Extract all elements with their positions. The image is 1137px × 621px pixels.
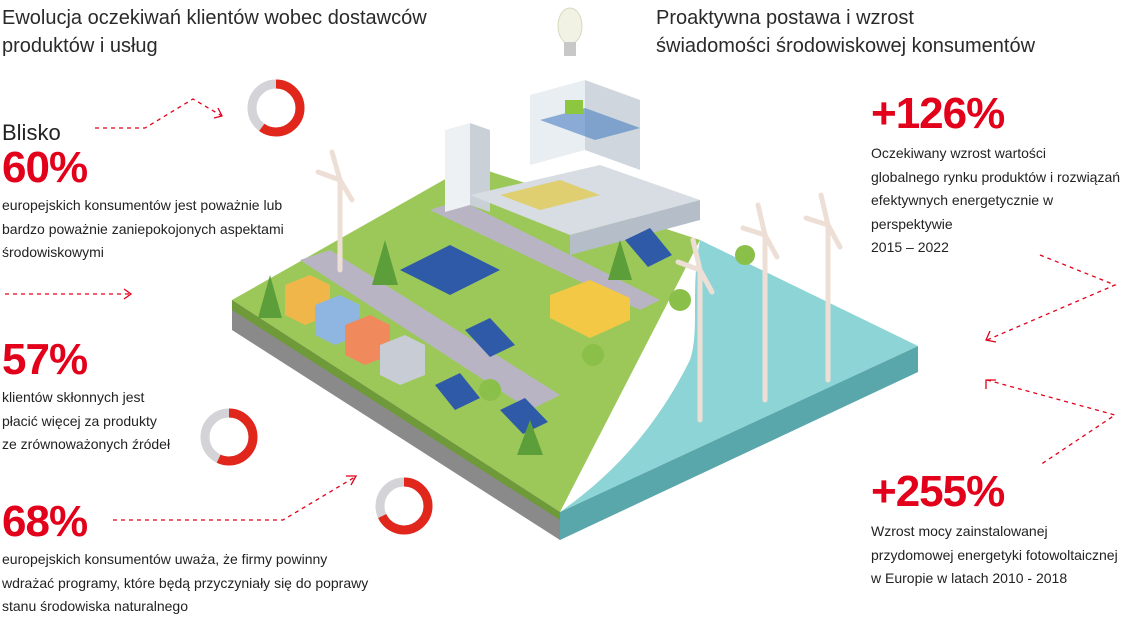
tower-building xyxy=(445,123,490,212)
title-line: Ewolucja oczekiwań klientów wobec dostaw… xyxy=(2,7,427,29)
lightbulb-icon xyxy=(557,7,583,56)
dashed-arrow-5 xyxy=(986,379,1117,466)
title-line: świadomości środowiskowej konsumentów xyxy=(656,35,1036,57)
dashed-arrow-4 xyxy=(986,254,1117,341)
stat-text: europejskich konsumentów uważa, że firmy… xyxy=(2,551,328,567)
stat-text: Wzrost mocy zainstalowanej xyxy=(871,523,1048,539)
stat-text: efektywnych energetycznie w perspektywie xyxy=(871,192,1054,232)
stat-text: europejskich konsumentów jest poważnie l… xyxy=(2,197,283,213)
shop xyxy=(550,280,630,338)
dashed-arrow-1 xyxy=(95,98,223,129)
right-section-title: Proaktywna postawa i wzrost świadomości … xyxy=(656,4,1035,60)
stat-text: wdrażać programy, które będą przyczyniał… xyxy=(2,574,369,591)
stat-value: +255% xyxy=(871,467,1005,516)
houses xyxy=(285,275,425,385)
wind-turbines xyxy=(315,149,843,423)
stat-text: klientów skłonnych jest xyxy=(2,389,145,405)
factory-building xyxy=(530,80,640,170)
stat-255: +255% Wzrost mocy zainstalowanej przydom… xyxy=(871,470,1118,591)
left-section-title: Ewolucja oczekiwań klientów wobec dostaw… xyxy=(2,4,427,60)
trees xyxy=(258,240,755,455)
warehouse xyxy=(470,165,700,255)
stat-value: 60% xyxy=(2,143,88,192)
stat-text: stanu środowiska naturalnego xyxy=(2,598,189,614)
dashed-arrow-3 xyxy=(113,476,356,521)
title-line: Proaktywna postawa i wzrost xyxy=(656,7,914,29)
stat-text: globalnego rynku produktów i rozwiązań xyxy=(871,168,1121,185)
stat-prefix: Blisko xyxy=(2,120,61,145)
stat-68: 68% europejskich konsumentów uważa, że f… xyxy=(2,500,368,619)
stat-text: płacić więcej za produkty xyxy=(2,412,157,429)
stat-text: środowiskowymi xyxy=(2,244,104,260)
stat-text: w Europie w latach 2010 - 2018 xyxy=(871,570,1068,586)
stat-60: Blisko 60% europejskich konsumentów jest… xyxy=(2,120,284,265)
donut-progress-60 xyxy=(247,79,305,137)
stat-text: 2015 – 2022 xyxy=(871,239,949,255)
stat-text: ze zrównoważonych źródeł xyxy=(2,436,171,452)
stat-value: +126% xyxy=(871,89,1005,138)
stat-value: 68% xyxy=(2,497,88,546)
solar-panels xyxy=(400,228,672,434)
title-line: produktów i usług xyxy=(2,35,158,57)
stat-text: bardzo poważnie zaniepokojonych aspektam… xyxy=(2,220,284,237)
donut-progress-57 xyxy=(200,408,258,466)
donut-progress-68 xyxy=(375,477,433,535)
stat-text: Oczekiwany wzrost wartości xyxy=(871,145,1047,161)
stat-57: 57% klientów skłonnych jest płacić więce… xyxy=(2,338,170,457)
stat-text: przydomowej energetyki fotowoltaicznej xyxy=(871,546,1118,563)
road xyxy=(300,250,560,410)
stat-126: +126% Oczekiwany wzrost wartości globaln… xyxy=(871,92,1137,260)
stat-value: 57% xyxy=(2,335,88,384)
